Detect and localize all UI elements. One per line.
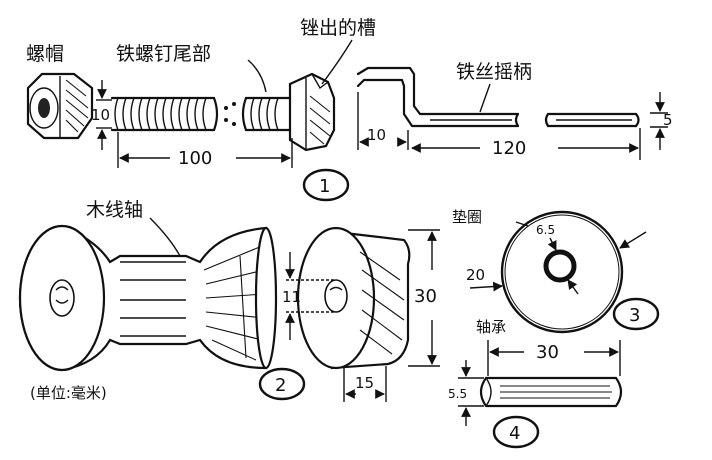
bolt-length-dimension: 100: [117, 132, 293, 169]
spool-diameter-value: 30: [414, 286, 437, 307]
bolt-tail-label: 铁螺钉尾部: [116, 43, 211, 65]
nut-height-dimension: 10: [91, 80, 112, 150]
figure-1-bolt: 10: [26, 39, 353, 169]
washer-inner-value: 6.5: [536, 223, 555, 237]
groove-leader: [321, 39, 353, 85]
figure-number-2: 2: [258, 367, 306, 401]
bolt-head: [288, 72, 336, 152]
figure-number-4: 4: [492, 415, 540, 449]
bearing-length-value: 30: [536, 342, 559, 363]
figure-4-label: 4: [509, 423, 520, 444]
figure-3-label: 3: [629, 305, 640, 326]
crank-length-value: 120: [492, 138, 526, 159]
figure-number-1: 1: [302, 168, 350, 202]
spool-leader: [149, 217, 181, 257]
crank-thickness-value: 5: [663, 111, 673, 129]
unit-label: (单位:毫米): [30, 384, 107, 402]
spool-label: 木线轴: [86, 199, 143, 221]
figure-2-label: 2: [275, 375, 286, 396]
figure-2-spool: [18, 217, 278, 372]
file-groove-label: 锉出的槽: [300, 17, 376, 39]
bolt-tail-leader: [247, 59, 267, 93]
figure-3-washer: [469, 210, 647, 334]
washer-label: 垫圈: [452, 208, 482, 226]
bearing-diameter-value: 5.5: [448, 387, 467, 401]
bearing-label: 轴承: [476, 318, 506, 336]
spool-width-value: 15: [355, 374, 374, 392]
figure-2-half-spool: 11 30 15: [282, 226, 440, 402]
spool-bore-value: 11: [282, 288, 301, 306]
nut-label: 螺帽: [26, 43, 64, 65]
crank-part: 10 120 5: [356, 66, 673, 160]
crank-label: 铁丝摇柄: [456, 61, 532, 83]
bolt-thread-left: [110, 96, 219, 132]
crank-leader: [479, 83, 491, 113]
bolt-break: [224, 102, 236, 126]
bolt-thread-right: [241, 96, 294, 132]
washer-outer-value: 20: [466, 266, 485, 284]
figure-4-bearing: 30 5.5: [448, 340, 623, 426]
bolt-length-value: 100: [178, 148, 212, 169]
nut-height-value: 10: [91, 106, 110, 124]
figure-1-label: 1: [319, 176, 330, 197]
figure-number-3: 3: [612, 297, 660, 331]
crank-offset-value: 10: [367, 126, 386, 144]
nut-part: [26, 72, 94, 140]
